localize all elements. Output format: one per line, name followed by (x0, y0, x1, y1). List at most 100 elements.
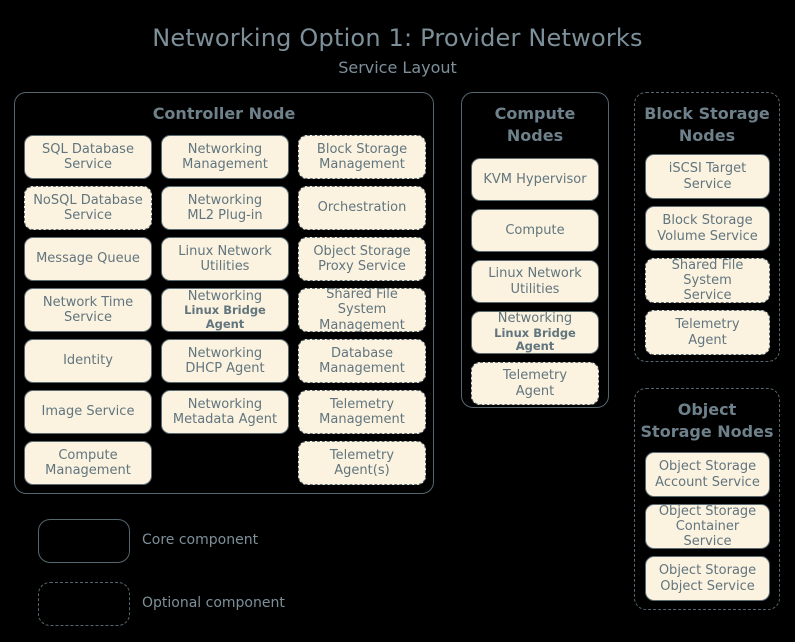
box-label-line1: Network Time (42, 294, 134, 310)
box-label-line2: Management (182, 157, 268, 172)
box-label-line2: Service (683, 288, 732, 304)
box-label-line2: Account Service (655, 474, 760, 490)
box-label-line2: Agent (515, 383, 555, 399)
panel-object-storage-nodes-title-line2: Storage Nodes (640, 421, 774, 441)
box-label-line1: Networking (187, 345, 263, 361)
box-label-line2: Service (683, 176, 732, 192)
box-label-line1: Networking (187, 396, 263, 412)
box-label-line2: Utilities (510, 281, 560, 297)
box-label-line1: Networking (187, 141, 263, 157)
box-label-line1: Shared File System (671, 257, 744, 288)
panel-block-storage-nodes: Block Storage Nodes (634, 92, 780, 362)
compute-node-box-0[interactable]: KVM Hypervisor (471, 158, 599, 201)
panel-block-storage-nodes-title: Block Storage Nodes (635, 103, 779, 146)
box-label-line2: Utilities (200, 259, 250, 274)
box-label-line2: ML2 Plug-in (187, 208, 263, 223)
panel-compute-nodes: Compute Nodes (461, 92, 609, 408)
box-label-line1: NoSQL Database (33, 192, 143, 208)
legend-core-label: Core component (142, 532, 259, 548)
box-label-line2: Agent (688, 332, 727, 348)
compute-node-box-1[interactable]: Compute (471, 209, 599, 252)
panel-compute-nodes-title-line1: Compute (494, 104, 576, 123)
panel-controller-node: Controller Node (14, 92, 434, 494)
box-label-line2: Management (319, 157, 405, 172)
box-label-line2: Service (63, 310, 113, 325)
panel-compute-nodes-title: Compute Nodes (462, 103, 608, 146)
box-label-line1: Compute (58, 447, 118, 463)
controller-column-1-box-4[interactable]: Identity (24, 339, 152, 383)
box-label-line1: iSCSI Target (668, 161, 747, 177)
panel-block-storage-nodes-title-line2: Nodes (678, 125, 736, 145)
panel-object-storage-nodes-title-line1: Object (677, 400, 737, 419)
box-label-line2: Service (63, 157, 113, 172)
controller-column-3-box-1[interactable]: Orchestration (298, 186, 426, 230)
box-label-line1: Object Storage (658, 563, 757, 579)
box-label-line1: Telemetry (675, 317, 740, 333)
box-label-line1: Block Storage (662, 213, 753, 229)
legend-optional-swatch (38, 582, 130, 626)
controller-column-1-box-2[interactable]: Message Queue (24, 237, 152, 281)
panel-block-storage-nodes-title-line1: Block Storage (644, 104, 770, 123)
box-label-line1: KVM Hypervisor (483, 171, 587, 187)
box-label-line2: Volume Service (657, 228, 758, 244)
box-label-line1: Networking (497, 311, 573, 327)
box-label-line2: Agent(s) (334, 463, 390, 478)
box-label-line1: Telemetry (502, 368, 568, 384)
page-title: Networking Option 1: Provider Networks (152, 24, 643, 52)
box-label-line1: Object Storage (658, 459, 757, 475)
box-label-line2: DHCP Agent (185, 361, 265, 376)
box-label-line1: Linux Network (178, 243, 272, 259)
box-label-line2: Management (319, 317, 405, 333)
box-label-line1: Networking (187, 192, 263, 208)
controller-column-1-box-5[interactable]: Image Service (24, 390, 152, 434)
box-label-line2: Management (45, 463, 131, 478)
box-label-line2: Linux Bridge Agent (184, 303, 266, 331)
box-label-line1: Object Storage (313, 243, 411, 259)
legend-core-swatch (38, 519, 130, 563)
box-label-line1: Image Service (41, 404, 135, 420)
panel-object-storage-nodes: Object Storage Nodes (634, 388, 780, 610)
box-label-line2: Object Service (660, 578, 755, 594)
box-label-line1: Orchestration (317, 200, 407, 216)
box-label-line1: Message Queue (36, 251, 140, 267)
box-label-line1: Database (330, 345, 393, 361)
box-label-line1: Networking (187, 288, 263, 304)
box-label-line1: Object Storage (658, 503, 757, 519)
box-label-line2: Metadata Agent (172, 412, 278, 427)
box-label-line1: Telemetry (329, 447, 395, 463)
box-label-line2: Service (63, 208, 113, 223)
box-label-line1: SQL Database (42, 141, 134, 157)
box-label-line1: Block Storage (316, 141, 408, 157)
legend-optional-label: Optional component (142, 595, 285, 611)
box-label-line1: Telemetry (329, 396, 395, 412)
box-label-line2: Management (319, 412, 405, 427)
box-label-line1: Shared File System (326, 287, 398, 318)
